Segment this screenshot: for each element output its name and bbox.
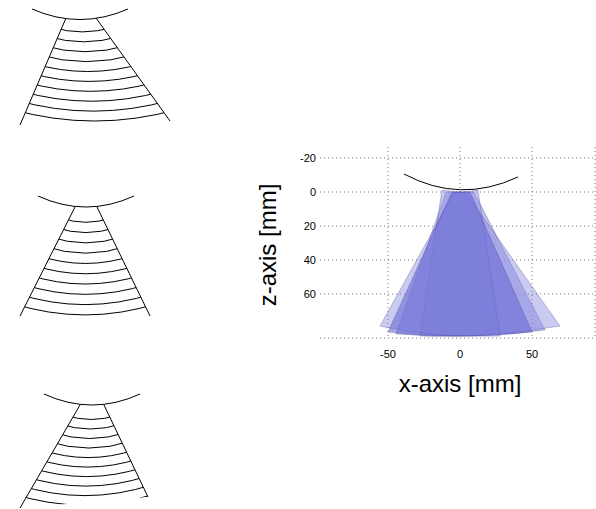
axis-title: z-axis [mm] [256, 184, 280, 307]
tick-label: 50 [526, 349, 538, 360]
wavefront [20, 91, 163, 101]
wavefront [16, 100, 171, 111]
sector-scan [11, 9, 178, 125]
wavefront [28, 275, 143, 284]
wavefront [12, 493, 157, 505]
wavefront [44, 246, 128, 253]
wavefront [22, 284, 148, 294]
wavefront [12, 303, 159, 315]
tick-label: 60 [304, 289, 316, 300]
wavefront [64, 415, 118, 420]
wavefront [38, 55, 135, 62]
wavefront [11, 109, 178, 121]
wavefront [25, 82, 157, 91]
wavefront [49, 237, 122, 243]
tick-label: 0 [310, 187, 316, 198]
wavefront [54, 227, 117, 233]
tick-label: 0 [457, 349, 463, 360]
wavefront [47, 441, 131, 448]
wavefront [33, 265, 138, 274]
wavefront [18, 485, 153, 496]
wavefront [23, 476, 148, 486]
wavefront [29, 467, 144, 476]
tick-label: -20 [300, 153, 316, 164]
transducer-arc [404, 174, 518, 190]
wavefront [43, 45, 128, 51]
grid [320, 147, 596, 338]
wavefront [34, 64, 142, 72]
axis-title: x-axis [mm] [399, 372, 522, 396]
wavefront [52, 27, 114, 32]
tick-label: -50 [380, 349, 396, 360]
sector-scan [12, 394, 157, 508]
wavefront [53, 432, 127, 438]
wavefront [47, 36, 120, 42]
wavefront [58, 423, 122, 429]
wavefront [60, 218, 112, 223]
wavefront [29, 73, 149, 82]
wavefront [17, 294, 153, 305]
field-of-view [380, 190, 560, 336]
sector-scan [12, 196, 159, 316]
wavefront [38, 256, 132, 264]
tick-label: 40 [304, 255, 316, 266]
wavefront [35, 458, 140, 467]
wavefront [41, 450, 135, 458]
tick-label: 20 [304, 221, 316, 232]
